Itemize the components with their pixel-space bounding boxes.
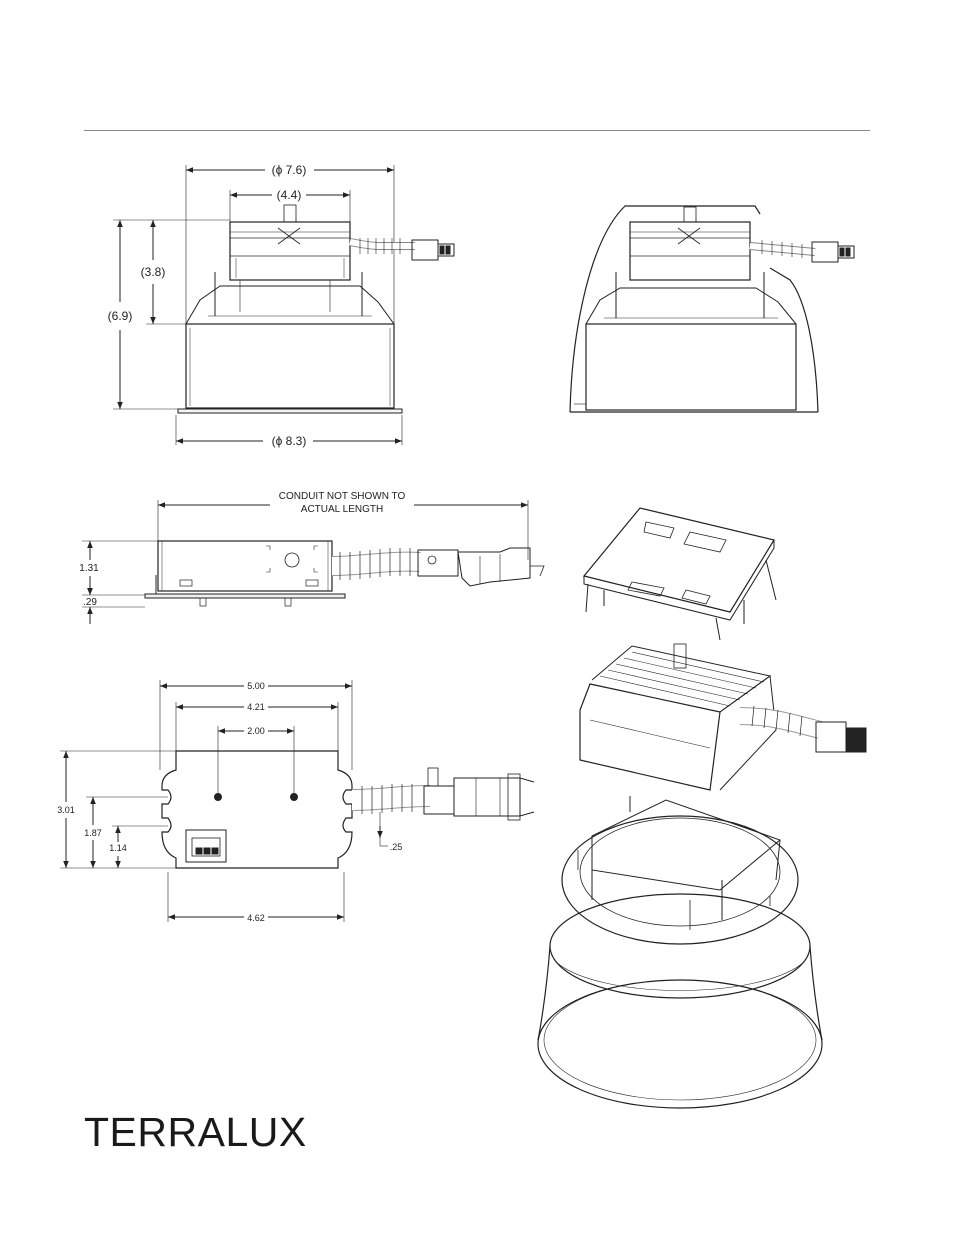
dim-side-flange: .29 [83, 597, 97, 608]
dim-bottom-height: 3.01 [57, 805, 75, 815]
dim-module-width: (4.4) [277, 188, 302, 202]
front-view [113, 165, 454, 445]
dim-side-height: 1.31 [79, 563, 99, 574]
dim-base-width: (ϕ 8.3) [272, 434, 307, 448]
dim-slot-offset: .25 [390, 842, 403, 852]
dim-total-height: (6.9) [108, 309, 133, 323]
side-view [82, 500, 544, 624]
dim-base-width-bottom: 4.62 [247, 913, 265, 923]
conduit-note-line2: ACTUAL LENGTH [301, 504, 383, 515]
bottom-view [60, 680, 534, 922]
dim-overall-width: 5.00 [247, 681, 265, 691]
dim-slot-lower: 1.14 [109, 843, 127, 853]
dim-hole-spacing: 2.00 [247, 726, 265, 736]
exploded-view [538, 508, 866, 1108]
conduit-note-line1: CONDUIT NOT SHOWN TO [279, 491, 406, 502]
dim-module-height: (3.8) [141, 265, 166, 279]
dim-slot-upper: 1.87 [84, 828, 102, 838]
section-view [570, 206, 854, 412]
dim-inner-width: 4.21 [247, 702, 265, 712]
brand-logo: TERRALUX [84, 1112, 307, 1153]
dim-top-width: (ϕ 7.6) [272, 163, 307, 177]
